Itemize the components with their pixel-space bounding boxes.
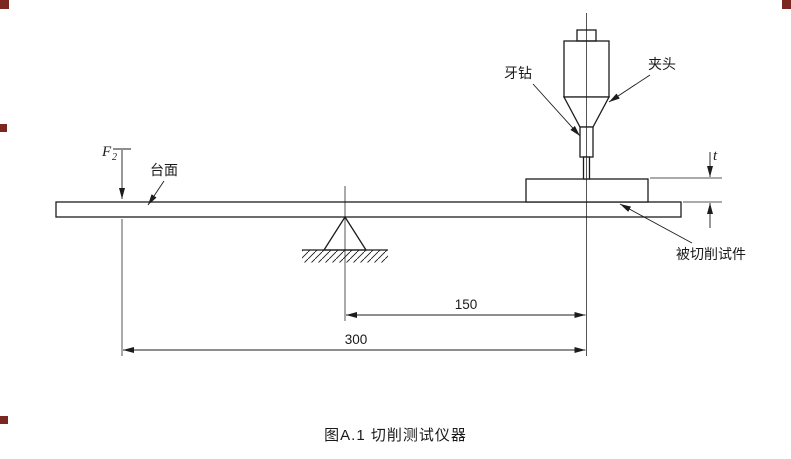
dental-drill-label: 牙钻 <box>504 65 532 81</box>
specimen-block <box>525 178 649 203</box>
specimen-label: 被切削试件 <box>676 246 746 262</box>
scan-corner-mark <box>782 0 791 9</box>
table-surface-label: 台面 <box>150 162 178 178</box>
table-surface-beam <box>55 201 682 218</box>
cutting-test-instrument-diagram: F 2 台面 牙钻 夹头 被切削试件 t 150 300 <box>55 13 746 356</box>
force-arrow <box>113 148 131 199</box>
force-label: F <box>101 144 112 160</box>
dimension-300-value: 300 <box>345 332 368 347</box>
dental-drill-leader <box>532 83 581 137</box>
force-subscript: 2 <box>112 152 117 163</box>
chuck-label: 夹头 <box>648 56 676 72</box>
figure-caption: 图A.1 切削测试仪器 <box>324 427 467 444</box>
scan-corner-mark <box>0 0 9 9</box>
chuck-leader <box>608 74 651 103</box>
table-surface-leader <box>147 180 165 206</box>
specimen-leader <box>619 203 693 244</box>
scan-corner-mark <box>0 124 7 132</box>
thickness-label: t <box>713 148 718 164</box>
scan-corner-mark <box>0 416 8 424</box>
dimension-150-value: 150 <box>455 297 478 312</box>
